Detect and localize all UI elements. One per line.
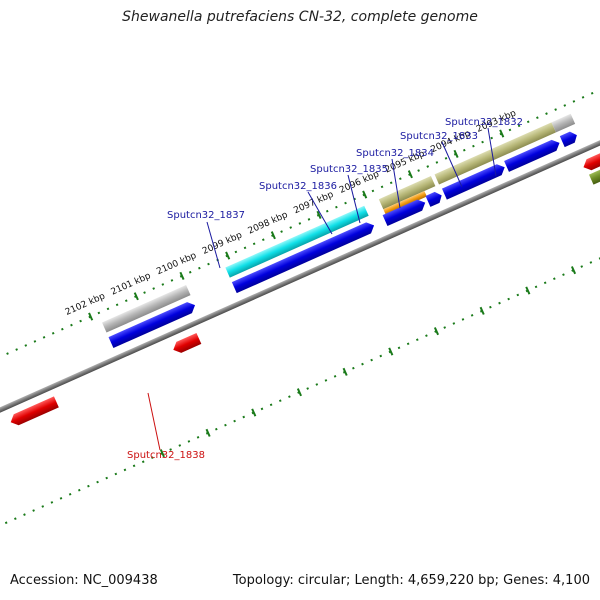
gene-label-sputcn32-1835: Sputcn32_1835 [310,164,388,175]
ruler-label: 2100 kbp [155,251,198,277]
cds-arrow-reverse-right-1 [583,144,600,171]
cds-arrow-reverse-left [10,396,59,426]
gene-bar-orange-1836 [383,190,427,215]
ruler-label: 2099 kbp [201,230,244,256]
map-title: Shewanella putrefaciens CN-32, complete … [122,9,478,25]
cds-arrow-1837 [231,222,375,294]
cds-arrow-1832 [559,131,577,148]
gene-label-sputcn32-1833: Sputcn32_1833 [400,131,478,142]
gene-label-sputcn32-1837: Sputcn32_1837 [167,210,245,221]
genome-backbone [0,107,600,430]
lower-ruler-line [4,213,600,525]
cds-arrow-2102 [108,302,196,349]
gene-bar-grey-2102 [102,285,191,333]
gene-bar-grey-1832 [551,113,576,133]
gene-label-sputcn32-1834: Sputcn32_1834 [356,148,434,159]
cds-arrow-reverse-1838 [173,332,202,353]
gene-callout-lines [147,127,497,451]
accession-text: Accession: NC_009438 [10,573,158,588]
cds-arrow-1834 [441,164,505,200]
cds-arrow-1836 [382,199,426,227]
gene-bar-khaki-1833 [434,122,556,185]
genome-summary-text: Topology: circular; Length: 4,659,220 bp… [232,573,590,588]
gene-label-sputcn32-1836: Sputcn32_1836 [259,181,337,192]
ruler-label: 2101 kbp [110,271,153,297]
gene-bar-khaki-1836 [378,176,436,210]
gene-label-sputcn32-1838: Sputcn32_1838 [127,450,205,461]
ruler-label: 2102 kbp [64,291,107,317]
cds-arrow-1835 [425,191,442,207]
upper-ruler-ticks [88,129,505,321]
cds-arrow-1833 [504,139,560,172]
upper-ruler-line [0,72,600,384]
ruler-label: 2098 kbp [247,210,290,236]
lower-ruler-ticks [159,266,577,458]
gene-label-sputcn32-1832: Sputcn32_1832 [445,117,523,128]
gene-bar-cyan-1837 [225,205,369,278]
